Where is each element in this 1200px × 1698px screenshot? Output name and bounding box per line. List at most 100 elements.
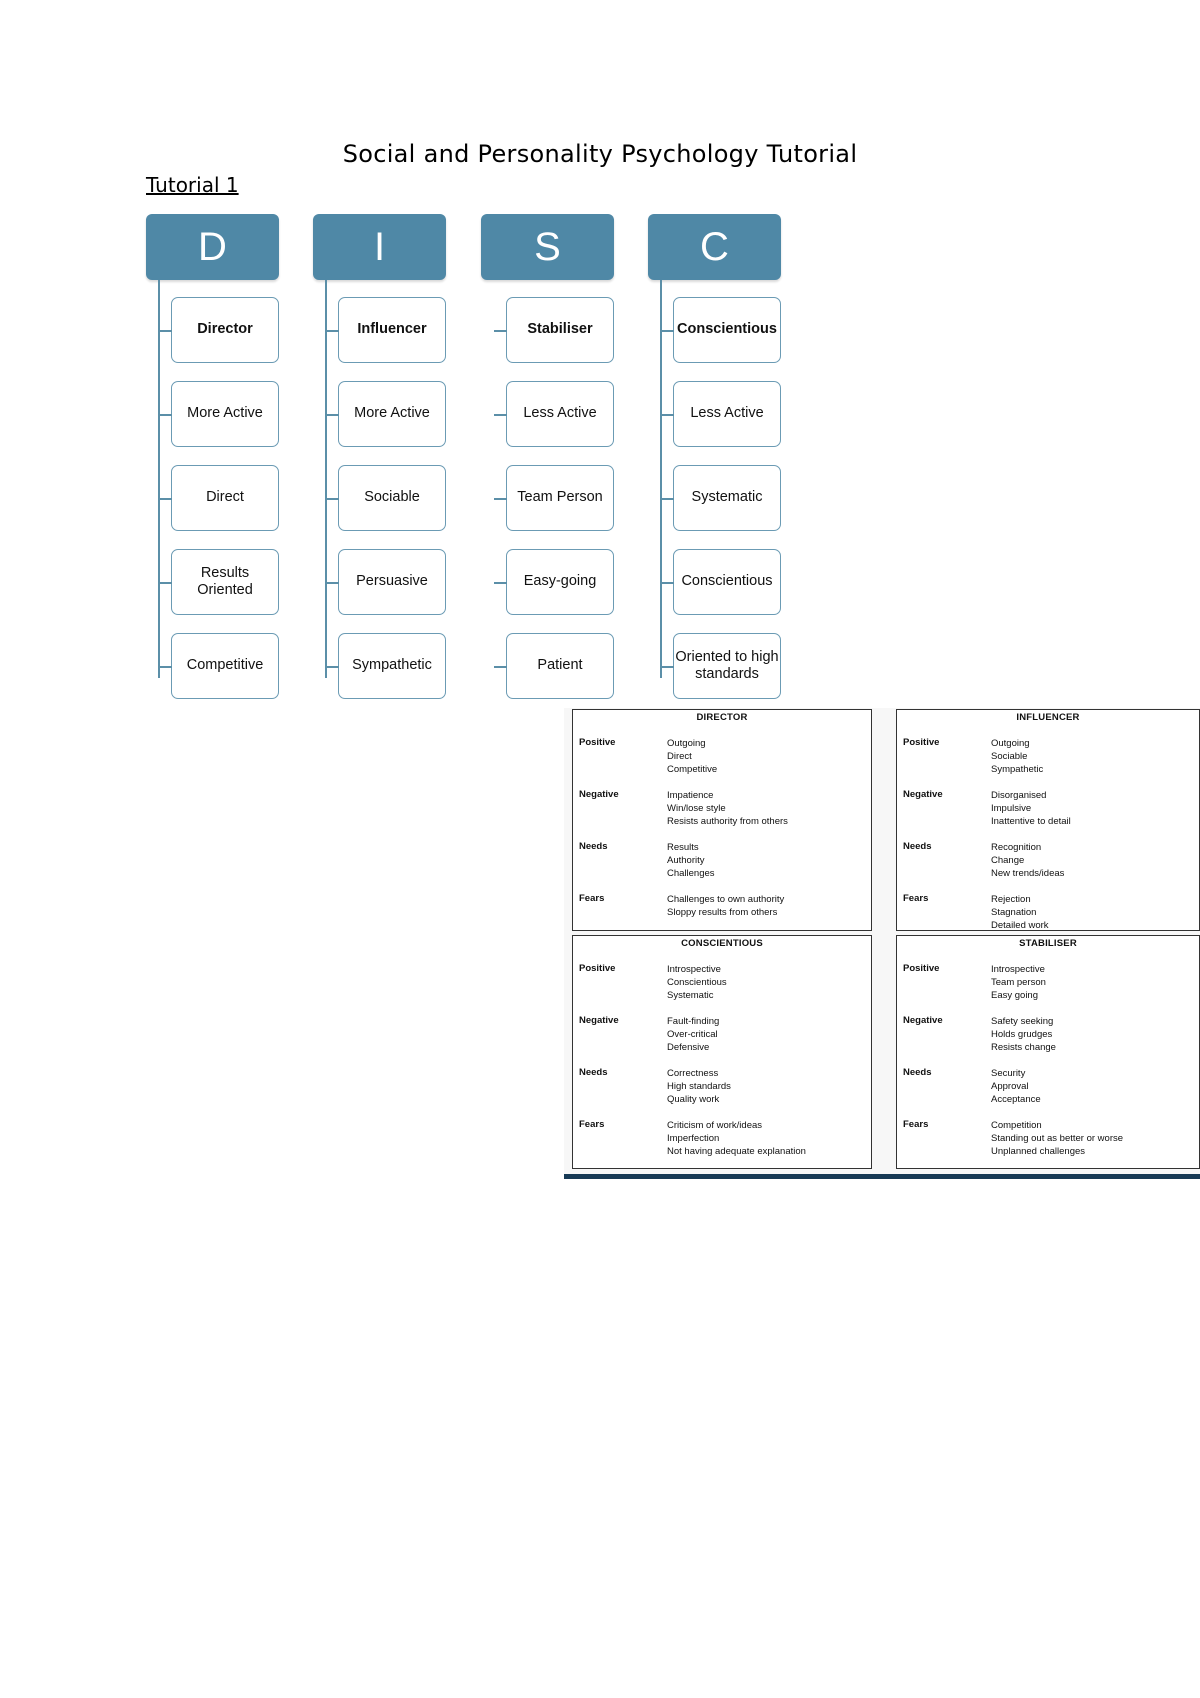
profile-item: Security: [991, 1068, 1026, 1079]
profile-row-label: Negative: [903, 789, 943, 800]
disc-node: Direct: [159, 465, 279, 531]
disc-header-i: I: [313, 214, 446, 280]
profile-item: Over-critical: [667, 1029, 718, 1040]
profile-item: Authority: [667, 855, 705, 866]
document-subtitle: Tutorial 1: [146, 173, 239, 197]
disc-node: Results Oriented: [159, 549, 279, 615]
profile-item: High standards: [667, 1081, 731, 1092]
profile-item: Introspective: [991, 964, 1045, 975]
disc-header-d: D: [146, 214, 279, 280]
profile-item: Impatience: [667, 790, 714, 801]
profile-item: Team person: [991, 977, 1046, 988]
profile-row-label: Positive: [579, 963, 616, 974]
profile-title: STABILISER: [1019, 938, 1077, 949]
profile-item: Approval: [991, 1081, 1029, 1092]
profile-row-label: Needs: [903, 1067, 932, 1078]
disc-node: Influencer: [326, 297, 446, 363]
profile-item: Inattentive to detail: [991, 816, 1071, 827]
profile-item: Systematic: [667, 990, 714, 1001]
profile-item: Introspective: [667, 964, 721, 975]
profile-item: Impulsive: [991, 803, 1032, 814]
profile-row-label: Fears: [579, 1119, 605, 1130]
disc-node: Oriented to high standards: [661, 633, 781, 699]
profile-title: CONSCIENTIOUS: [681, 938, 763, 949]
profile-item: Acceptance: [991, 1094, 1041, 1105]
disc-node: More Active: [326, 381, 446, 447]
disc-connector-line: [158, 280, 160, 678]
profile-item: Detailed work: [991, 920, 1049, 931]
profile-item: Unplanned challenges: [991, 1146, 1086, 1157]
disc-node: Conscientious: [661, 549, 781, 615]
profile-item: New trends/ideas: [991, 868, 1065, 879]
disc-node: More Active: [159, 381, 279, 447]
profile-item: Competitive: [667, 764, 718, 775]
profile-item: Win/lose style: [667, 803, 726, 814]
profile-item: Sympathetic: [991, 764, 1044, 775]
profile-item: Recognition: [991, 842, 1042, 853]
profile-row-label: Positive: [579, 737, 616, 748]
profile-row-label: Fears: [903, 893, 929, 904]
disc-connector-line: [325, 280, 327, 678]
profile-row-label: Negative: [579, 789, 619, 800]
profile-title: DIRECTOR: [696, 712, 748, 723]
profile-item: Not having adequate explanation: [667, 1146, 806, 1157]
profile-item: Safety seeking: [991, 1016, 1054, 1027]
profile-row-label: Negative: [903, 1015, 943, 1026]
profile-row-label: Positive: [903, 737, 940, 748]
disc-node: Less Active: [494, 381, 614, 447]
disc-node: Sympathetic: [326, 633, 446, 699]
profile-item: Competition: [991, 1120, 1042, 1131]
profile-item: Rejection: [991, 894, 1031, 905]
profile-item: Disorganised: [991, 790, 1047, 801]
profile-item: Conscientious: [667, 977, 727, 988]
disc-node: Patient: [494, 633, 614, 699]
disc-node: Less Active: [661, 381, 781, 447]
profile-row-label: Needs: [579, 841, 608, 852]
disc-node: Director: [159, 297, 279, 363]
profile-item: Defensive: [667, 1042, 710, 1053]
profile-item: Direct: [667, 751, 692, 762]
profile-item: Change: [991, 855, 1025, 866]
profile-item: Holds grudges: [991, 1029, 1053, 1040]
profile-row-label: Positive: [903, 963, 940, 974]
profile-item: Standing out as better or worse: [991, 1133, 1124, 1144]
disc-node: Conscientious: [661, 297, 781, 363]
profile-row-label: Negative: [579, 1015, 619, 1026]
profile-item: Challenges: [667, 868, 715, 879]
disc-node: Systematic: [661, 465, 781, 531]
profile-item: Fault-finding: [667, 1016, 720, 1027]
profile-item: Resists authority from others: [667, 816, 788, 827]
profile-row-label: Needs: [903, 841, 932, 852]
profile-item: Sociable: [991, 751, 1028, 762]
profile-row-label: Needs: [579, 1067, 608, 1078]
profile-row-label: Fears: [903, 1119, 929, 1130]
disc-node: Team Person: [494, 465, 614, 531]
disc-node: Easy-going: [494, 549, 614, 615]
profile-item: Outgoing: [991, 738, 1030, 749]
profile-item: Criticism of work/ideas: [667, 1120, 763, 1131]
profile-item: Sloppy results from others: [667, 907, 778, 918]
